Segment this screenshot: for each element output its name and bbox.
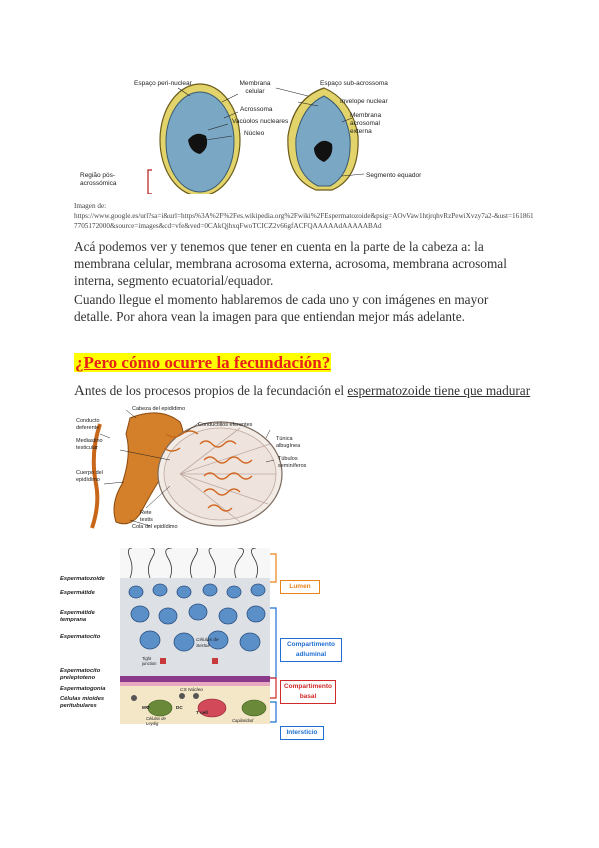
paragraph-more-detail: Cuando llegue el momento hablaremos de c…: [74, 292, 489, 324]
label-acrosome: Acrossoma: [240, 106, 273, 113]
label-seminiferous: Túbulos seminíferos: [278, 456, 307, 469]
label-spermatid: Espermátide: [60, 590, 95, 596]
label-equatorial-segment: Segmento equador: [366, 172, 422, 179]
paragraph-head-parts: Acá podemos ver y tenemos que tener en c…: [74, 239, 507, 288]
compartment-lumen-label: Lumen: [289, 583, 311, 590]
section-heading: ¿Pero cómo ocurre la fecundación?: [74, 353, 332, 372]
label-subacrosomal-space: Espaço sub-acrossoma: [320, 80, 388, 87]
label-nuclear-vacuoles: Vacúolos nucleares: [232, 118, 289, 125]
label-epididymis-body: Cuerpo del epidídimo: [76, 470, 103, 483]
label-vas-deferens: Conducto deferente: [76, 418, 100, 431]
label-tcell: T cell: [196, 710, 208, 715]
label-macrophage: MΦ: [142, 705, 150, 710]
label-nuclear-envelope: Invelope nuclear: [340, 98, 388, 105]
label-capillary: Capilaridad: [232, 718, 254, 723]
intro-text: ntes de los procesos propios de la fecun…: [84, 383, 348, 398]
intro-first-letter: A: [74, 383, 85, 399]
label-spermatocyte: Espermatocito: [60, 634, 101, 640]
label-epididymis-tail: Cola del epidídimo: [132, 524, 178, 530]
compartment-basal: Compartimento basal: [280, 680, 336, 704]
label-sertoli: Células de Sertoli: [196, 638, 219, 649]
label-spermatozoon: Espermatozoide: [60, 576, 105, 582]
label-tunica: Túnica albugínea: [276, 436, 301, 449]
label-cs-nucleus: CS Núcleo: [180, 688, 203, 693]
label-mediastinum: Mediastino testicular: [76, 438, 103, 451]
label-preleptotene: Espermatocito preleptoteno: [60, 668, 101, 681]
label-perinuclear-space: Espaço peri-nuclear: [134, 80, 192, 87]
label-spermatogonia: Espermatogonia: [60, 686, 106, 692]
label-rete-testis: Rete testis: [140, 510, 153, 523]
label-epididymis-head: Cabeza del epidídimo: [132, 406, 186, 412]
label-cell-membrane: Membrana celular: [239, 80, 271, 95]
compartment-adluminal: Compartimento adluminal: [280, 638, 342, 662]
intro-line: Antes de los procesos propios de la fecu…: [74, 383, 530, 400]
compartment-lumen: Lumen: [280, 580, 320, 594]
compartment-brackets: [270, 553, 277, 723]
image-source-label: Imagen de:: [74, 202, 107, 210]
compartment-interstitium-label: Intersticio: [286, 729, 318, 736]
image-source-url[interactable]: https://www.google.es/url?sa=i&url=https…: [74, 212, 534, 230]
intro-underlined[interactable]: espermatozoide tiene que madurar: [347, 383, 531, 398]
compartment-basal-label: Compartimento basal: [283, 683, 333, 700]
label-postacrosomal-region: Região pós-acrossómica: [80, 172, 117, 187]
seminiferous-epithelium-diagram: [120, 548, 270, 724]
compartment-interstitium: Intersticio: [280, 726, 324, 740]
label-efferent-ducts: Conductillos eferentes: [198, 422, 253, 428]
label-nucleus: Núcleo: [244, 130, 265, 137]
label-myoid-cells: Células mioides peritubulares: [60, 696, 105, 709]
label-outer-acrosomal-membrane: Membrana acrosomal externa: [350, 112, 382, 135]
label-early-spermatid: Espermátide temprana: [60, 610, 95, 623]
testis-diagram: [90, 409, 283, 529]
label-dc: DC: [176, 705, 183, 710]
compartment-adluminal-label: Compartimento adluminal: [286, 641, 336, 658]
sperm-head-diagram: [147, 83, 365, 194]
label-leydig: Células de Leydig: [146, 716, 166, 726]
label-tight-junction: Tight junction: [142, 656, 157, 666]
